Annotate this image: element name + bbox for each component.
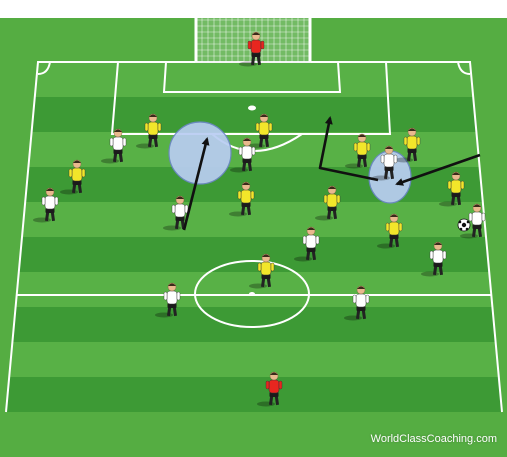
- pitch-apron-bottom: [0, 412, 507, 457]
- pitch-stripe: [9, 342, 499, 377]
- player-figure-icon: [33, 187, 59, 223]
- player-figure-icon: [294, 226, 320, 262]
- pitch-stripe: [18, 237, 490, 272]
- pitch-stripe: [6, 377, 502, 412]
- player-figure-icon: [395, 127, 421, 163]
- player-figure-icon: [163, 195, 189, 231]
- center-circle: [194, 260, 310, 328]
- soccer-ball: [457, 218, 471, 232]
- movement-arrow-icon: [395, 153, 481, 186]
- penalty-spot: [248, 105, 256, 111]
- player-figure-icon: [315, 185, 341, 221]
- player-figure-icon: [439, 171, 465, 207]
- player-figure-icon: [377, 213, 403, 249]
- player-figure-icon: [155, 282, 181, 318]
- center-spot: [249, 292, 255, 296]
- corner-arc-left: [37, 61, 51, 75]
- pitch-stripe: [15, 272, 493, 307]
- movement-arrow-icon: [182, 137, 210, 231]
- player-figure-icon: [230, 137, 256, 173]
- player-figure-icon: [136, 113, 162, 149]
- corner-arc-right: [457, 61, 471, 75]
- player-figure-icon: [460, 203, 486, 239]
- movement-arrow-icon: [318, 116, 379, 182]
- player-figure-icon: [372, 145, 398, 181]
- player-figure-icon: [60, 159, 86, 195]
- player-figure-icon: [344, 285, 370, 321]
- pitch-surface: [0, 18, 507, 457]
- goal-box: [162, 61, 342, 93]
- goalkeeper-figure-icon: [257, 371, 283, 407]
- watermark-text: WorldClassCoaching.com: [370, 433, 497, 445]
- goal-frame: [194, 12, 312, 62]
- highlight-circle-icon: [168, 121, 232, 185]
- pitch-stripe: [25, 167, 483, 202]
- player-figure-icon: [229, 181, 255, 217]
- pitch-stripe: [34, 62, 474, 97]
- penalty-box: [110, 61, 392, 135]
- pitch-stripe: [31, 97, 477, 132]
- pitch-stripe: [22, 202, 486, 237]
- player-figure-icon: [421, 241, 447, 277]
- player-figure-icon: [345, 133, 371, 169]
- pitch-stripe: [12, 307, 496, 342]
- highlight-zones: [168, 121, 412, 204]
- goalkeeper-figure-icon: [239, 31, 265, 67]
- soccer-ball-icon: [457, 218, 471, 232]
- movement-arrows: [182, 116, 481, 231]
- player-figure-icon: [101, 128, 127, 164]
- players: [33, 31, 486, 407]
- player-figure-icon: [249, 253, 275, 289]
